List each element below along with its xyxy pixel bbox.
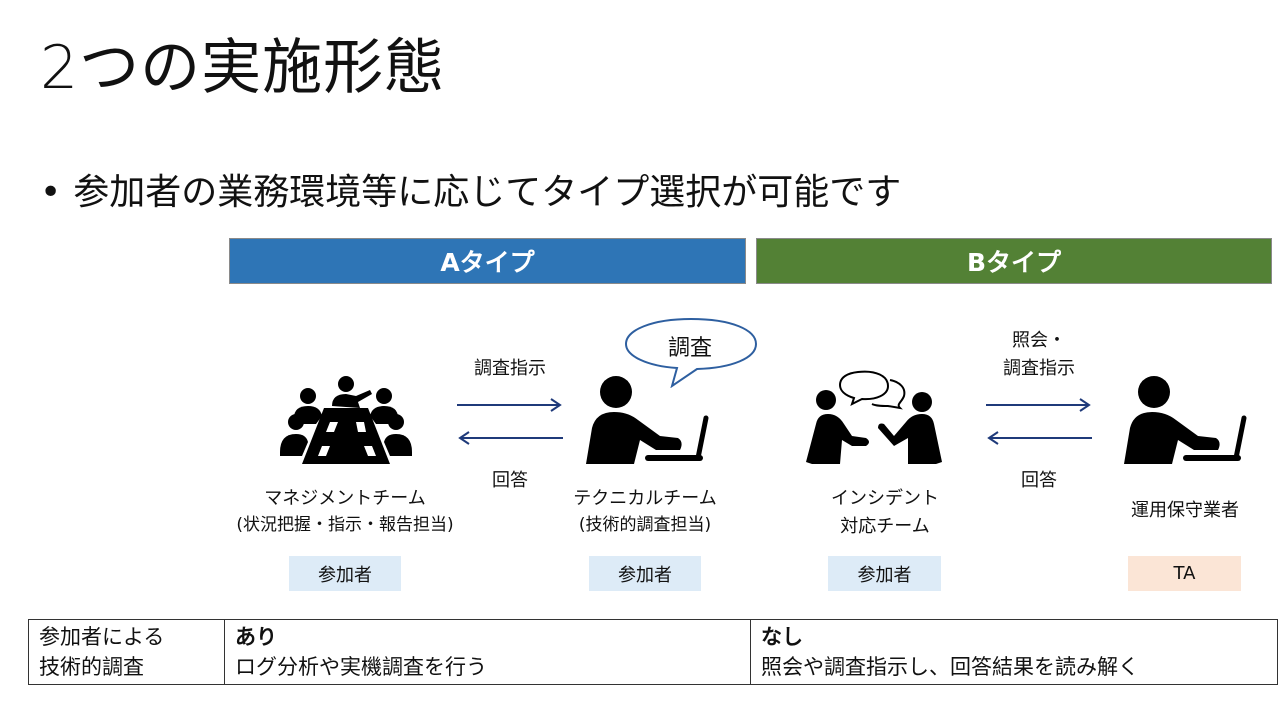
bullet-dot-icon: • <box>40 172 62 213</box>
type-b-title: なし <box>761 625 803 649</box>
participant-tag: 参加者 <box>289 556 401 591</box>
comparison-table: 参加者による 技術的調査 あり ログ分析や実機調査を行う なし 照会や調査指示し… <box>28 619 1278 685</box>
participant-tag: 参加者 <box>828 556 941 591</box>
incident-team-label-line2: 対応チーム <box>840 516 930 537</box>
flow-label-inquiry-line2: 調査指示 <box>1003 358 1075 379</box>
bullet-text: 参加者の業務環境等に応じてタイプ選択が可能です <box>73 172 902 213</box>
ta-tag: TA <box>1128 556 1241 591</box>
bullet-point: • 参加者の業務環境等に応じてタイプ選択が可能です <box>40 168 901 218</box>
type-a-title: あり <box>235 625 277 649</box>
table-row: 参加者による 技術的調査 あり ログ分析や実機調査を行う なし 照会や調査指示し… <box>28 619 1278 685</box>
two-people-talking-icon <box>806 370 942 464</box>
technical-team-label: テクニカルチーム <box>573 488 717 509</box>
bidirectional-arrows-icon <box>986 398 1092 445</box>
flow-label-answer-b: 回答 <box>1021 470 1057 491</box>
type-a-cell: あり ログ分析や実機調査を行う <box>224 619 751 685</box>
flow-label-inquiry-line1: 照会・ <box>1012 330 1066 351</box>
slide-title: 2つの実施形態 <box>40 33 446 103</box>
speech-bubble-icon <box>624 317 758 388</box>
header-line1: 参加者による <box>39 625 165 649</box>
type-a-desc: ログ分析や実機調査を行う <box>235 655 487 679</box>
table-header-cell: 参加者による 技術的調査 <box>28 619 225 685</box>
participant-tag: 参加者 <box>589 556 701 591</box>
flow-label-answer: 回答 <box>492 470 528 491</box>
bidirectional-arrows-icon <box>457 398 563 445</box>
vendor-label: 運用保守業者 <box>1131 500 1239 521</box>
bubble-text: 調査 <box>667 336 712 361</box>
person-laptop-icon <box>1124 376 1247 464</box>
type-b-header: Bタイプ <box>756 238 1272 284</box>
type-a-header: Aタイプ <box>229 238 746 284</box>
management-team-label: マネジメントチーム <box>264 488 426 509</box>
type-b-desc: 照会や調査指示し、回答結果を読み解く <box>761 655 1139 679</box>
flow-label-instruction: 調査指示 <box>474 358 546 379</box>
type-b-cell: なし 照会や調査指示し、回答結果を読み解く <box>750 619 1278 685</box>
person-laptop-icon <box>586 376 709 464</box>
technical-team-role: (技術的調査担当) <box>578 515 712 535</box>
header-line2: 技術的調査 <box>39 655 144 679</box>
management-team-role: (状況把握・指示・報告担当) <box>236 515 454 535</box>
meeting-table-icon <box>280 376 412 464</box>
incident-team-label-line1: インシデント <box>831 488 939 509</box>
